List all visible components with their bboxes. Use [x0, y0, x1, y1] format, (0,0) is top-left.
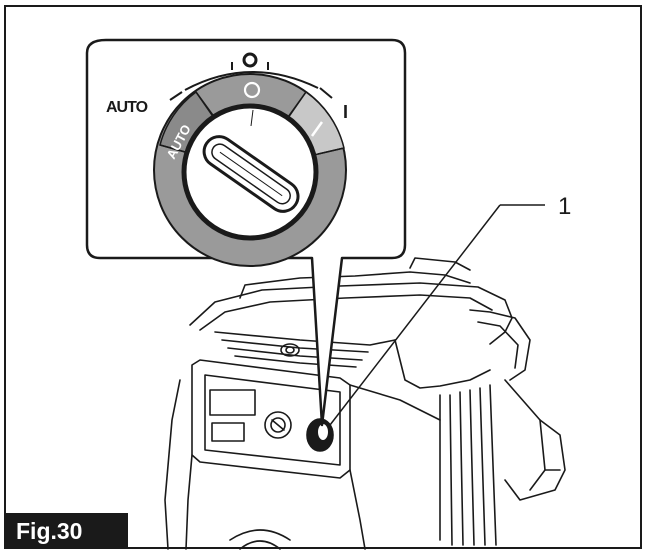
- off-symbol-icon: [243, 81, 261, 99]
- dial-knob: [202, 135, 300, 213]
- callout-1: 1: [329, 193, 571, 426]
- on-symbol-icon: [310, 121, 324, 137]
- device-body: [164, 257, 566, 550]
- auto-label: AUTO: [106, 99, 148, 116]
- callout-number: 1: [558, 193, 571, 220]
- figure-label: Fig.30: [6, 513, 128, 549]
- on-label: I: [343, 102, 348, 122]
- off-marker-icon: [242, 52, 258, 68]
- dial-callout: AUTO AUTO I: [85, 38, 407, 427]
